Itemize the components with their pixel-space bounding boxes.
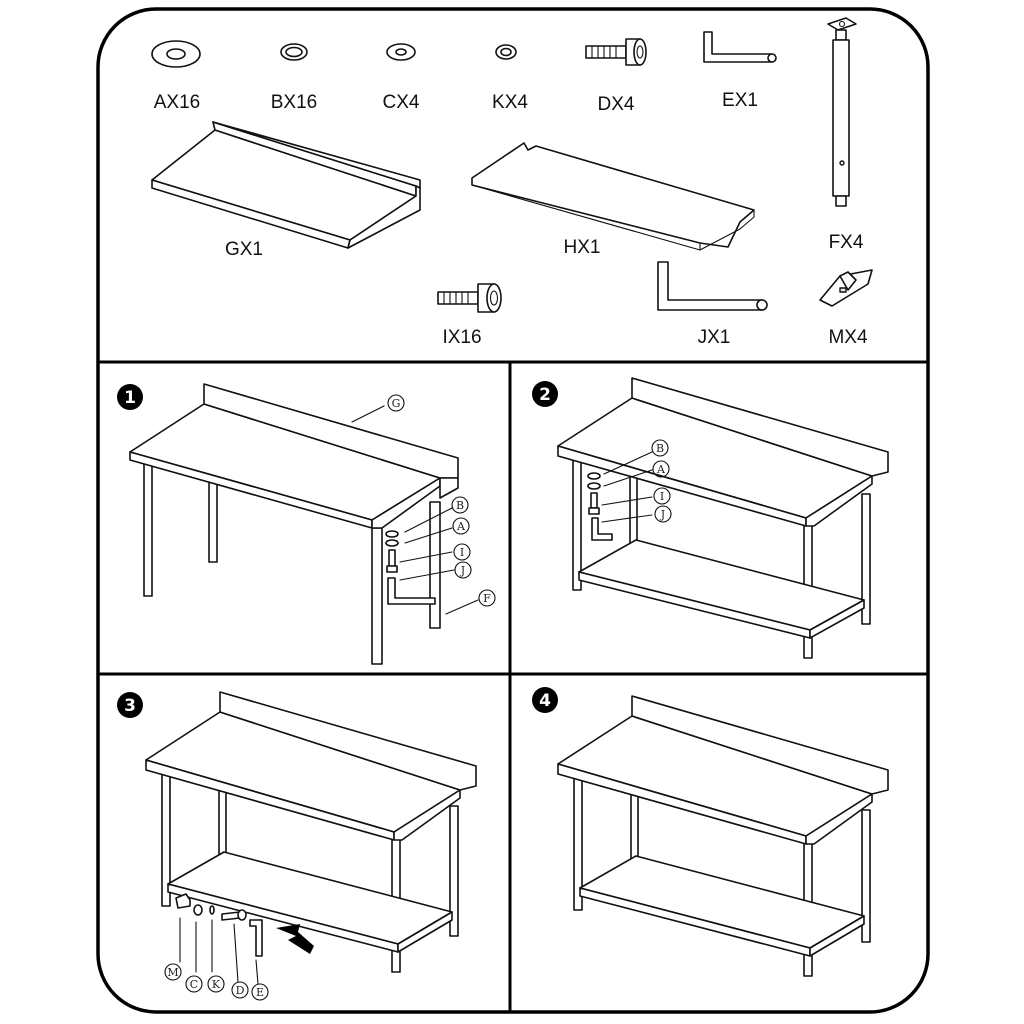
step-2-callout-i: I [660, 490, 664, 503]
undershelf-panel-icon [471, 142, 755, 251]
step-3-callout-m: M [167, 966, 178, 979]
corner-bracket-icon [819, 269, 873, 307]
step-3-number: 3 [124, 696, 136, 716]
step-3-badge [117, 692, 143, 718]
part-label-fx4: FX4 [829, 232, 864, 253]
step-4-badge [532, 687, 558, 713]
step-1-callout-g: G [392, 397, 401, 410]
part-label-bx16: BX16 [271, 92, 317, 113]
step-4-number: 4 [539, 691, 551, 711]
part-label-mx4: MX4 [828, 327, 868, 348]
washer-icon [280, 43, 308, 61]
step-3-callout-d: D [236, 984, 245, 997]
part-label-kx4: KX4 [492, 92, 528, 113]
step-2-callout-j: J [660, 508, 665, 521]
step-1-callout-b: B [456, 499, 464, 512]
step-1-number: 1 [124, 388, 136, 408]
allen-key-icon [657, 261, 768, 311]
part-label-ex1: EX1 [722, 90, 758, 111]
cap-screw-icon [585, 38, 647, 66]
sheet-frame [96, 7, 930, 1014]
step-3-callout-e: E [256, 986, 264, 999]
step-1-callout-i: I [460, 546, 464, 559]
step-2-badge [532, 381, 558, 407]
step-1-callout-a: A [456, 520, 466, 533]
step-1-callout-j: J [460, 564, 465, 577]
step-2-callout-b: B [656, 442, 664, 455]
table-top-with-backsplash-icon [151, 121, 421, 249]
part-label-ax16: AX16 [154, 92, 200, 113]
part-label-jx1: JX1 [698, 327, 731, 348]
washer-icon [386, 43, 416, 61]
small-washer-icon [495, 44, 517, 60]
step-2-number: 2 [539, 385, 551, 405]
step-4-panel: 4 [532, 687, 889, 977]
part-label-cx4: CX4 [383, 92, 420, 113]
part-label-gx1: GX1 [225, 239, 263, 260]
step-1-badge [117, 384, 143, 410]
parts-list: AX16 BX16 CX4 KX4 DX4 [151, 17, 873, 348]
large-washer-icon [151, 40, 201, 68]
step-1-panel: 1 G B A I J F [117, 383, 496, 665]
step-3-callout-c: C [190, 978, 198, 991]
step-3-direction-arrow [276, 924, 314, 954]
part-label-dx4: DX4 [598, 94, 635, 115]
step-1-callout-f: F [483, 592, 491, 605]
part-label-hx1: HX1 [564, 237, 601, 258]
leg-post-icon [827, 17, 857, 207]
part-label-ix16: IX16 [442, 327, 481, 348]
step-3-callout-k: K [212, 978, 221, 991]
allen-key-icon [703, 31, 777, 63]
step-2-callout-a: A [656, 463, 666, 476]
cap-screw-icon [437, 283, 502, 313]
step-3-panel: 3 M C K D E [117, 691, 477, 1001]
step-2-panel: 2 B A I J [532, 377, 889, 659]
